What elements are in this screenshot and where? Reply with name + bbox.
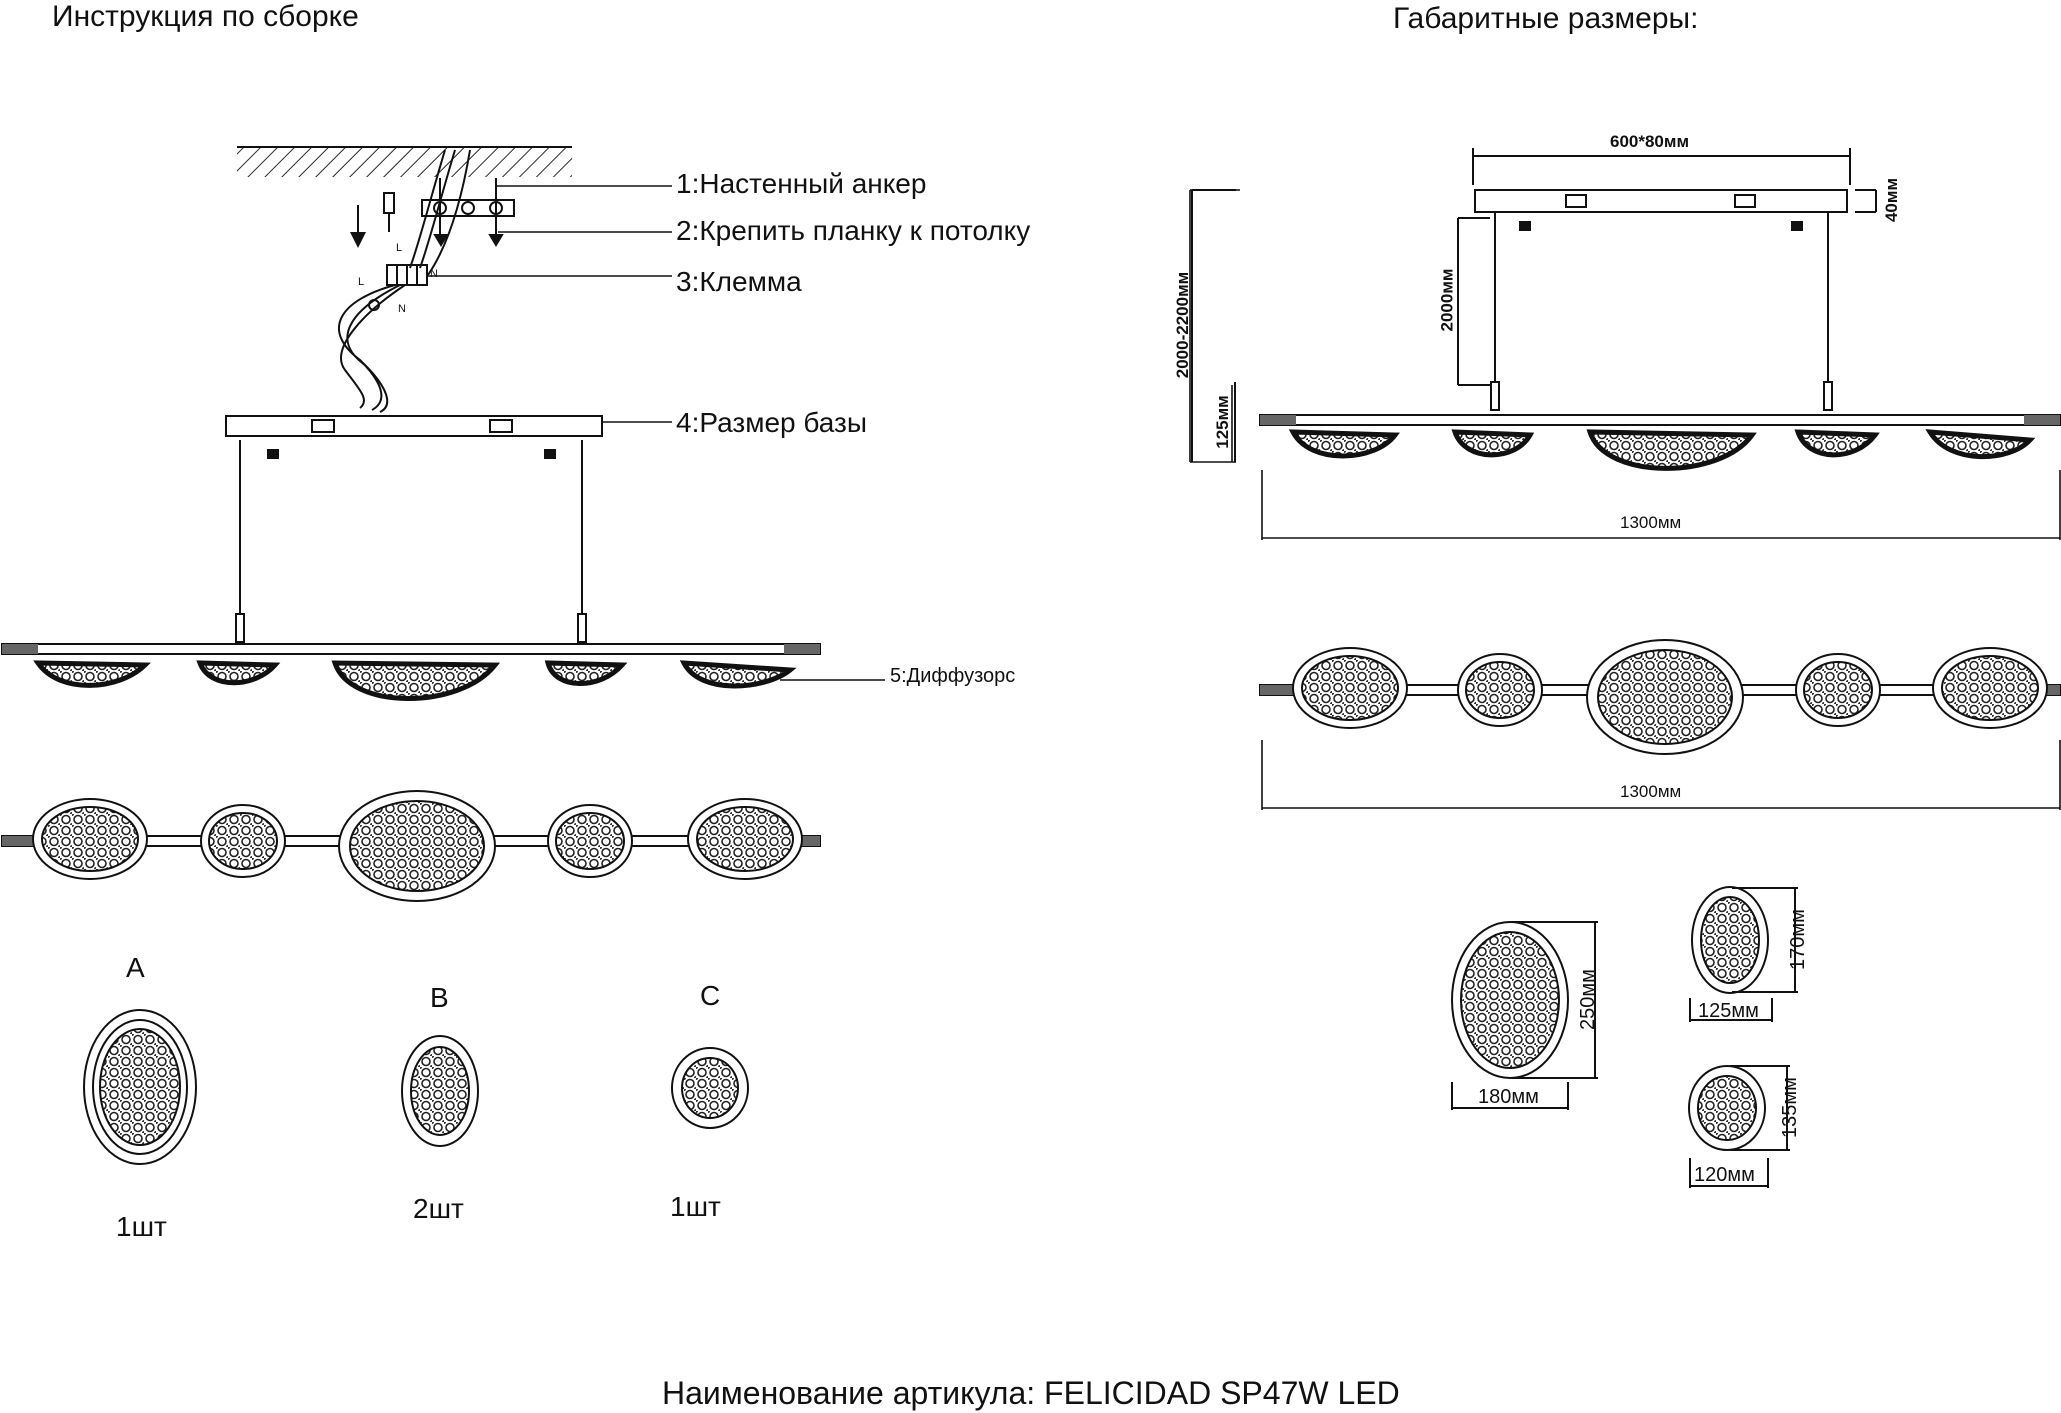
callout-diffuser: 5:Диффузорс bbox=[890, 665, 1016, 687]
piece-c-drawing bbox=[671, 1047, 749, 1129]
dimension-base-view bbox=[1191, 148, 1877, 462]
dim-large-piece bbox=[1451, 921, 1598, 1110]
dim-base-height-label: 40мм bbox=[1882, 177, 1902, 223]
mounting-hardware bbox=[338, 149, 515, 413]
wire-mark-n1: N bbox=[430, 268, 438, 280]
dim-medium-w-label: 125мм bbox=[1698, 1000, 1759, 1022]
dim-total-height bbox=[1189, 189, 1240, 463]
dimensions-heading: Габаритные размеры: bbox=[1393, 2, 1699, 35]
ceiling bbox=[237, 146, 572, 177]
callout-wall-anchor: 1:Настенный анкер bbox=[676, 168, 927, 199]
dim-small-h-label: 135мм bbox=[1778, 1077, 1801, 1138]
dim-length-top-label: 1300мм bbox=[1620, 782, 1682, 801]
dim-suspension-label: 2000мм bbox=[1437, 268, 1457, 332]
fixture-side-view-left bbox=[1, 643, 821, 701]
piece-a-qty: 1шт bbox=[116, 1211, 167, 1242]
dim-small-w-label: 120мм bbox=[1694, 1164, 1755, 1186]
wire-mark-n2: N bbox=[398, 303, 406, 315]
piece-a-letter: A bbox=[126, 952, 145, 983]
fixture-side-view-right bbox=[1259, 414, 2061, 540]
dim-medium-piece bbox=[1689, 886, 1798, 1022]
dim-large-h-label: 250мм bbox=[1576, 969, 1599, 1030]
dim-medium-h-label: 170мм bbox=[1786, 909, 1809, 970]
dim-body-height-label: 125мм bbox=[1212, 395, 1232, 449]
wire-mark-l1: L bbox=[396, 242, 403, 254]
piece-c-qty: 1шт bbox=[670, 1191, 721, 1222]
piece-c-letter: C bbox=[700, 980, 721, 1011]
piece-b-drawing bbox=[401, 1035, 479, 1147]
dim-length-side-label: 1300мм bbox=[1620, 513, 1682, 532]
dim-small-piece bbox=[1688, 1065, 1790, 1188]
base-plate bbox=[225, 415, 603, 643]
dim-large-w-label: 180мм bbox=[1478, 1086, 1539, 1108]
article-name: Наименование артикула: FELICIDAD SP47W L… bbox=[662, 1375, 1400, 1411]
callout-base-size: 4:Размер базы bbox=[676, 407, 867, 438]
callout-terminal: 3:Клемма bbox=[676, 266, 802, 297]
fixture-top-view-right bbox=[1259, 639, 2061, 810]
piece-a-drawing bbox=[83, 1009, 197, 1165]
piece-b-qty: 2шт bbox=[413, 1193, 464, 1224]
callout-leaders bbox=[427, 185, 885, 681]
wire-mark-l2: L bbox=[358, 276, 365, 288]
fixture-top-view-left bbox=[1, 790, 821, 902]
dim-total-height-label: 2000-2200мм bbox=[1173, 271, 1193, 379]
callout-mount-plate: 2:Крепить планку к потолку bbox=[676, 215, 1031, 246]
assembly-heading: Инструкция по сборке bbox=[52, 0, 359, 33]
piece-b-letter: B bbox=[430, 982, 449, 1013]
dim-base-label: 600*80мм bbox=[1610, 132, 1690, 151]
